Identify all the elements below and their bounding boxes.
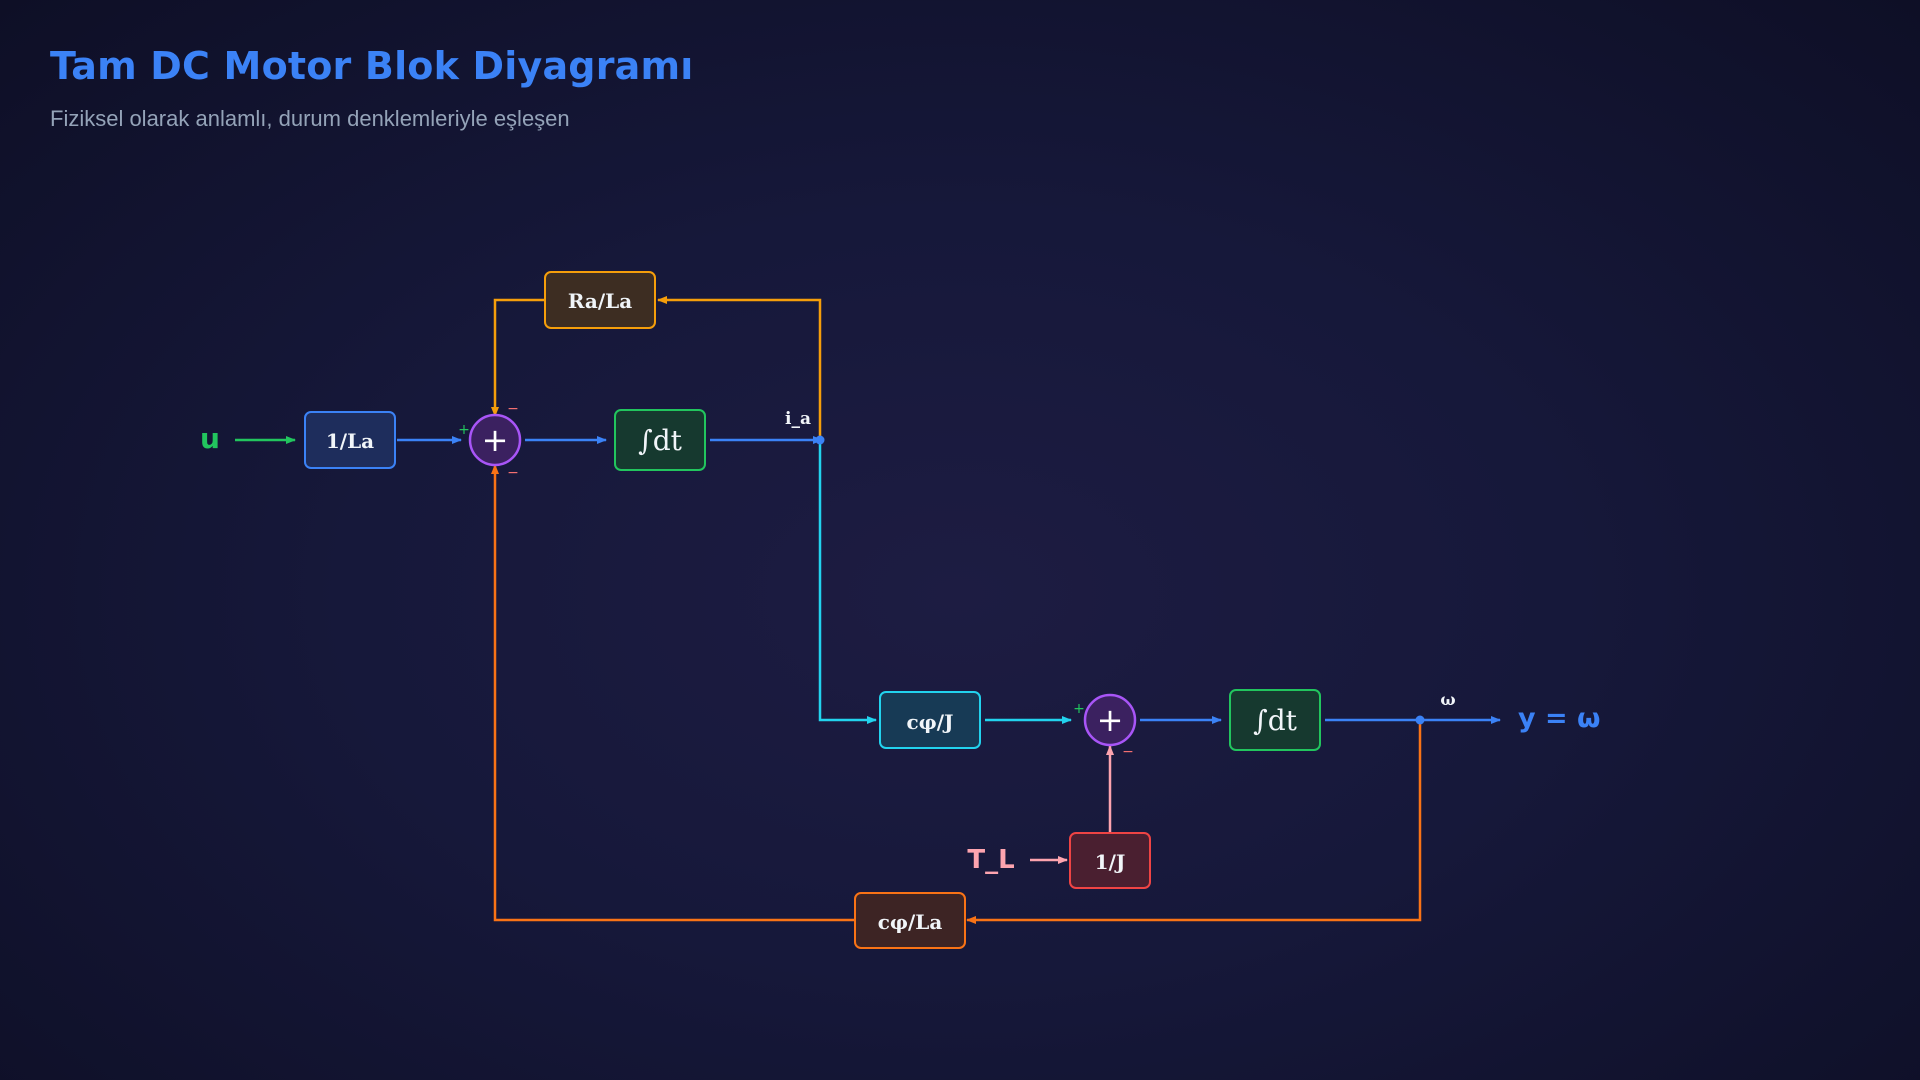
ra-feedback-line [657, 296, 822, 440]
page-title: Tam DC Motor Blok Diyagramı [50, 44, 694, 88]
block-gain-load-label: 1/J [1095, 850, 1126, 874]
sum2-symbol: + [1097, 701, 1124, 739]
block-gain-torque: cφ/J [879, 691, 981, 749]
speed-junction-dot [1415, 715, 1425, 725]
sum1-minus-bottom-sign: − [507, 465, 519, 481]
sum1-minus-top-sign: − [507, 401, 519, 417]
load-signal-label: T_L [967, 845, 1014, 875]
ra-feedback-return-line [491, 298, 545, 417]
output-signal-label: y = ω [1518, 703, 1601, 734]
sum1-plus-sign: + [458, 422, 470, 438]
current-signal-label: i_a [785, 409, 811, 429]
page-subtitle: Fiziksel olarak anlamlı, durum denklemle… [50, 106, 570, 131]
emf-feedback-line [966, 720, 1422, 924]
block-feedback-ra-label: Ra/La [568, 289, 632, 313]
summing-junction-1: + + − − [458, 401, 522, 481]
block-gain-input-label: 1/La [326, 429, 374, 453]
block-integrator-current: ∫dt [614, 409, 706, 471]
speed-signal-label: ω [1440, 690, 1455, 709]
block-feedback-emf: cφ/La [854, 892, 966, 949]
block-integrator-speed: ∫dt [1229, 689, 1321, 751]
emf-feedback-return-line [491, 464, 855, 922]
block-gain-torque-label: cφ/J [906, 710, 953, 734]
sum2-minus-bottom-sign: − [1122, 744, 1134, 760]
summing-junction-2: + + − [1073, 693, 1137, 760]
block-feedback-emf-label: cφ/La [878, 910, 943, 934]
input-signal-label: u [200, 422, 220, 455]
current-to-torque-line [818, 440, 877, 724]
block-feedback-ra: Ra/La [544, 271, 656, 329]
block-gain-load: 1/J [1069, 832, 1151, 889]
block-gain-input: 1/La [304, 411, 396, 469]
block-integrator-speed-label: ∫dt [1253, 704, 1298, 737]
sum1-symbol: + [482, 421, 509, 459]
current-junction-dot [815, 435, 825, 445]
block-integrator-current-label: ∫dt [638, 424, 683, 457]
sum2-plus-sign: + [1073, 701, 1085, 717]
